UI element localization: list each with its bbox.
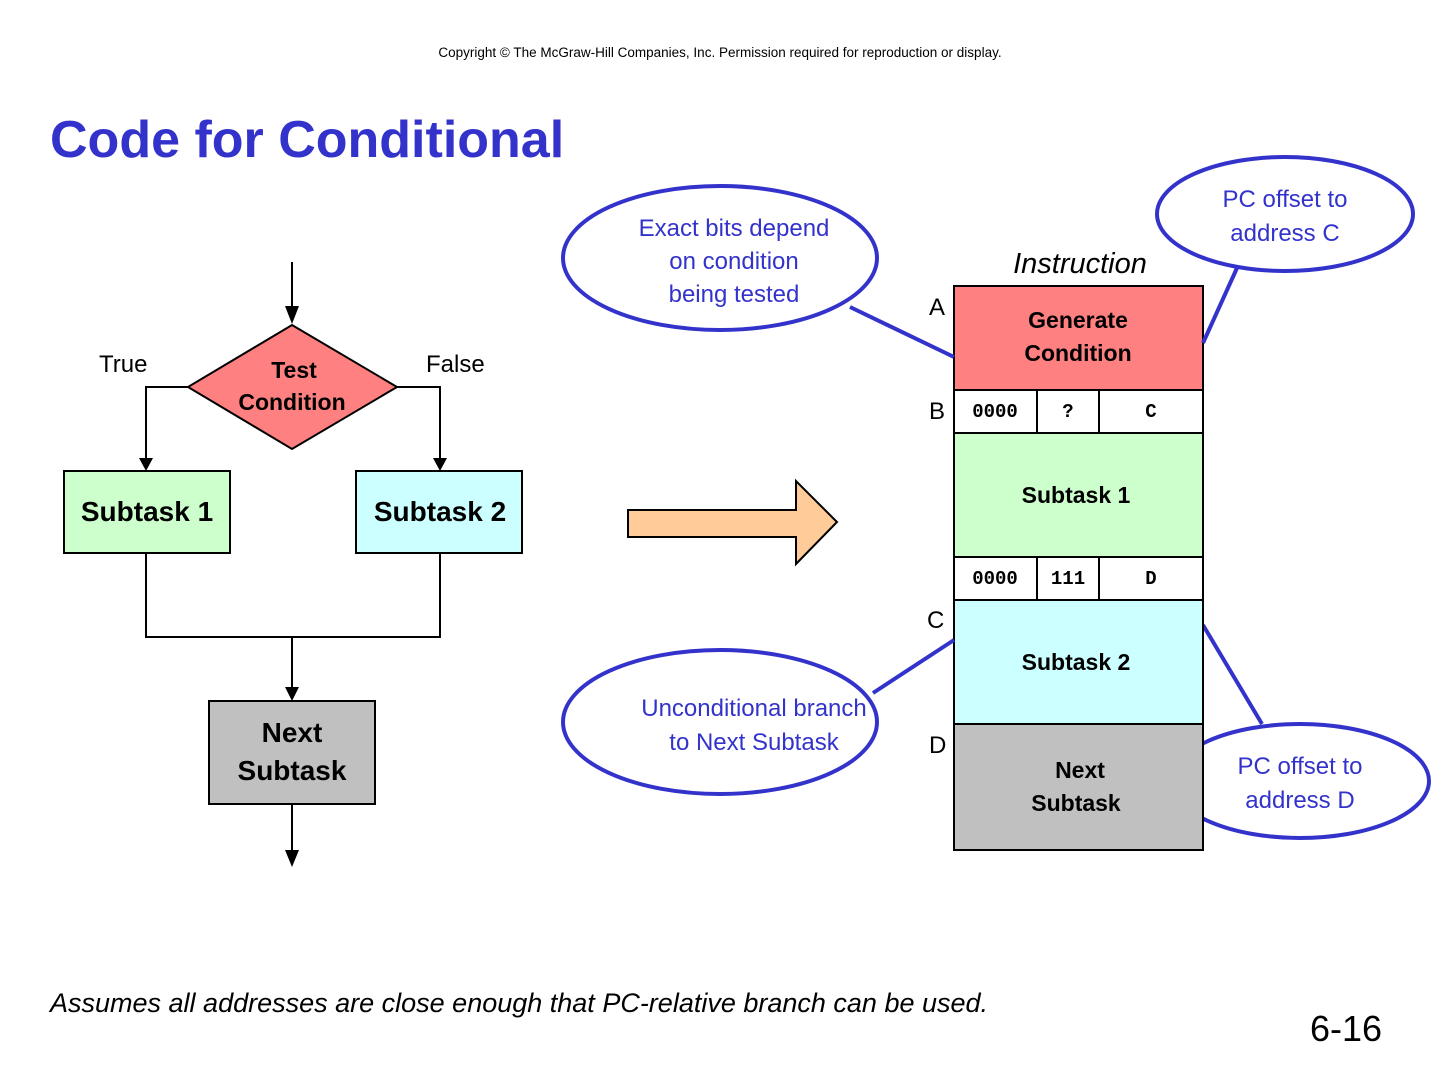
address-label-a: A xyxy=(929,294,945,321)
table-subtask2-cell xyxy=(953,599,1204,725)
callout-exact-line1: Exact bits depend xyxy=(639,215,830,242)
branch2-offset: D xyxy=(1145,568,1156,590)
callout-unconditional: Unconditional branch to Next Subtask xyxy=(561,638,956,796)
flow-subtask2-label: Subtask 2 xyxy=(374,496,506,527)
callout-d-ellipse xyxy=(1169,722,1431,840)
flow-subtask1-label: Subtask 1 xyxy=(81,496,213,527)
table-subtask2-label: Subtask 2 xyxy=(1022,649,1131,675)
callout-c-line2: address C xyxy=(1230,220,1339,247)
branch2-row xyxy=(953,556,1204,601)
footnote: Assumes all addresses are close enough t… xyxy=(50,988,989,1018)
true-branch-line xyxy=(145,386,188,458)
callout-c-ellipse xyxy=(1155,155,1415,273)
callout-exact-line2: on condition xyxy=(669,248,798,275)
callout-c-line1: PC offset to xyxy=(1223,186,1348,213)
exit-arrowhead-icon xyxy=(285,850,299,867)
false-arrowhead-icon xyxy=(433,458,447,471)
callout-uncond-pointer xyxy=(871,638,956,695)
callout-pc-offset-d: PC offset to address D xyxy=(1169,623,1431,840)
transform-arrow-icon xyxy=(627,478,839,567)
entry-arrowhead-icon xyxy=(285,306,299,324)
false-branch-line xyxy=(397,386,441,458)
page-number: 6-16 xyxy=(1310,1008,1383,1049)
flow-next-line2: Subtask xyxy=(238,755,347,786)
decision-diamond xyxy=(186,323,399,451)
callout-exact-bits: Exact bits depend on condition being tes… xyxy=(561,184,955,359)
generate-line1: Generate xyxy=(1028,307,1128,333)
branch1-offset: C xyxy=(1145,401,1156,423)
instruction-heading: Instruction xyxy=(1013,248,1147,280)
flow-next-box xyxy=(208,700,376,805)
callout-uncond-line1: Unconditional branch xyxy=(641,695,866,722)
address-label-d: D xyxy=(929,732,946,759)
generate-condition-cell xyxy=(953,285,1204,391)
flow-subtask2-box xyxy=(355,470,523,554)
slide-title: Code for Conditional xyxy=(50,111,565,169)
table-subtask1-cell xyxy=(953,432,1204,558)
callout-exact-line3: being tested xyxy=(669,281,800,308)
instruction-table: Instruction A B C D Generate Condition 0… xyxy=(927,248,1204,851)
true-label: True xyxy=(99,351,147,378)
decision-label-line2: Condition xyxy=(238,389,345,415)
callout-d-line1: PC offset to xyxy=(1238,753,1363,780)
decision-label-line1: Test xyxy=(271,357,317,383)
copyright-notice: Copyright © The McGraw-Hill Companies, I… xyxy=(438,45,1002,60)
callout-exact-pointer xyxy=(849,305,955,359)
table-subtask1-label: Subtask 1 xyxy=(1022,482,1131,508)
flow-subtask1-box xyxy=(63,470,231,554)
true-arrowhead-icon xyxy=(139,458,153,471)
flowchart: Test Condition True False Subtask 1 Subt… xyxy=(63,262,523,867)
branch1-nzp: ? xyxy=(1062,401,1073,423)
address-label-c: C xyxy=(927,607,944,634)
callout-d-line2: address D xyxy=(1245,787,1354,814)
merge-line xyxy=(145,553,441,638)
branch1-opcode: 0000 xyxy=(972,401,1018,423)
table-next-line2: Subtask xyxy=(1031,790,1121,816)
table-next-cell xyxy=(953,723,1204,851)
flow-next-line1: Next xyxy=(262,717,323,748)
merge-arrowhead-icon xyxy=(285,687,299,701)
generate-line2: Condition xyxy=(1024,340,1131,366)
address-label-b: B xyxy=(929,398,945,425)
branch2-opcode: 0000 xyxy=(972,568,1018,590)
callout-uncond-line2: to Next Subtask xyxy=(669,729,839,756)
callout-exact-ellipse xyxy=(561,184,879,332)
false-label: False xyxy=(426,351,485,378)
callout-pc-offset-c: PC offset to address C xyxy=(1155,155,1415,344)
branch2-nzp: 111 xyxy=(1051,568,1085,590)
callout-d-pointer xyxy=(1201,623,1264,726)
table-next-line1: Next xyxy=(1055,757,1105,783)
callout-c-pointer xyxy=(1201,267,1239,344)
callout-uncond-ellipse xyxy=(561,648,879,796)
